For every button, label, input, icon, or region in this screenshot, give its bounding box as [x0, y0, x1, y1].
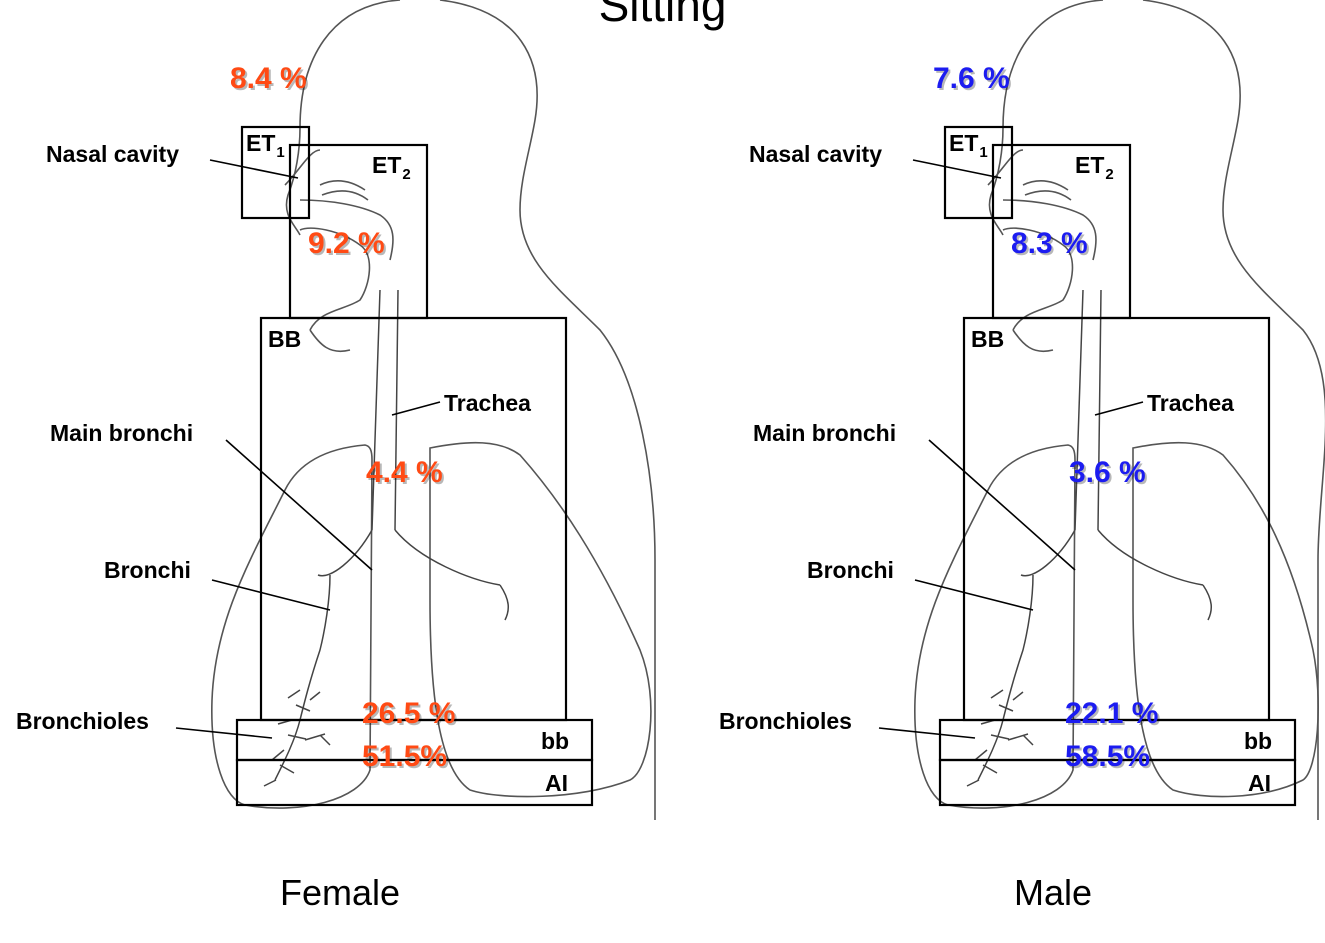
- bb-upper-deposition: 4.4 %: [366, 456, 443, 490]
- et1-label: ET1: [246, 130, 285, 157]
- al-deposition: 58.5%: [1065, 740, 1150, 774]
- bronchi-leader: [915, 580, 1033, 610]
- nasal-cavity-leader: [210, 160, 298, 178]
- panel-caption: Male: [903, 872, 1203, 914]
- et1-label: ET1: [949, 130, 988, 157]
- bronchiole-branches: [967, 690, 1033, 786]
- bb-lower-label: bb: [1244, 728, 1272, 755]
- bronchioles-label: Bronchioles: [16, 708, 149, 735]
- right-lung-outline: [1133, 443, 1318, 797]
- bronchi-label: Bronchi: [807, 557, 894, 584]
- et2-deposition: 8.3 %: [1011, 227, 1088, 261]
- bb-lower-deposition: 26.5 %: [362, 697, 455, 731]
- trachea-label: Trachea: [1147, 390, 1234, 417]
- nasal-cavity-label: Nasal cavity: [749, 141, 882, 168]
- trachea-tube: [1075, 290, 1101, 530]
- male-panel: ET1 ET2 Nasal cavity BB Trachea Main bro…: [703, 0, 1325, 943]
- bb-upper-box: [964, 318, 1269, 720]
- bronchioles-leader: [176, 728, 272, 738]
- nasal-cavity-leader: [913, 160, 1001, 178]
- et2-label: ET2: [1075, 152, 1114, 179]
- al-label: AI: [1248, 770, 1271, 797]
- bronchiole-branches: [264, 690, 330, 786]
- main-bronchi-leader: [226, 440, 372, 570]
- bb-lower-deposition: 22.1 %: [1065, 697, 1158, 731]
- bb-lower-label: bb: [541, 728, 569, 755]
- bb-upper-label: BB: [268, 326, 301, 353]
- et1-deposition: 7.6 %: [933, 62, 1010, 96]
- bb-upper-label: BB: [971, 326, 1004, 353]
- et1-deposition: 8.4 %: [230, 62, 307, 96]
- trachea-leader: [1095, 402, 1143, 415]
- main-bronchi-label: Main bronchi: [50, 420, 193, 447]
- trachea-tube: [372, 290, 398, 530]
- bronchioles-label: Bronchioles: [719, 708, 852, 735]
- bronchi-leader: [212, 580, 330, 610]
- bronchi-label: Bronchi: [104, 557, 191, 584]
- bronchioles-leader: [879, 728, 975, 738]
- al-label: AI: [545, 770, 568, 797]
- bb-upper-deposition: 3.6 %: [1069, 456, 1146, 490]
- main-bronchi-leader: [929, 440, 1075, 570]
- et2-deposition: 9.2 %: [308, 227, 385, 261]
- trachea-label: Trachea: [444, 390, 531, 417]
- nasal-cavity-label: Nasal cavity: [46, 141, 179, 168]
- et2-label: ET2: [372, 152, 411, 179]
- panel-caption: Female: [190, 872, 490, 914]
- bb-upper-box: [261, 318, 566, 720]
- main-bronchi-label: Main bronchi: [753, 420, 896, 447]
- trachea-leader: [392, 402, 440, 415]
- al-deposition: 51.5%: [362, 740, 447, 774]
- female-panel: ET1 ET2 Nasal cavity BB Trachea Main bro…: [0, 0, 662, 943]
